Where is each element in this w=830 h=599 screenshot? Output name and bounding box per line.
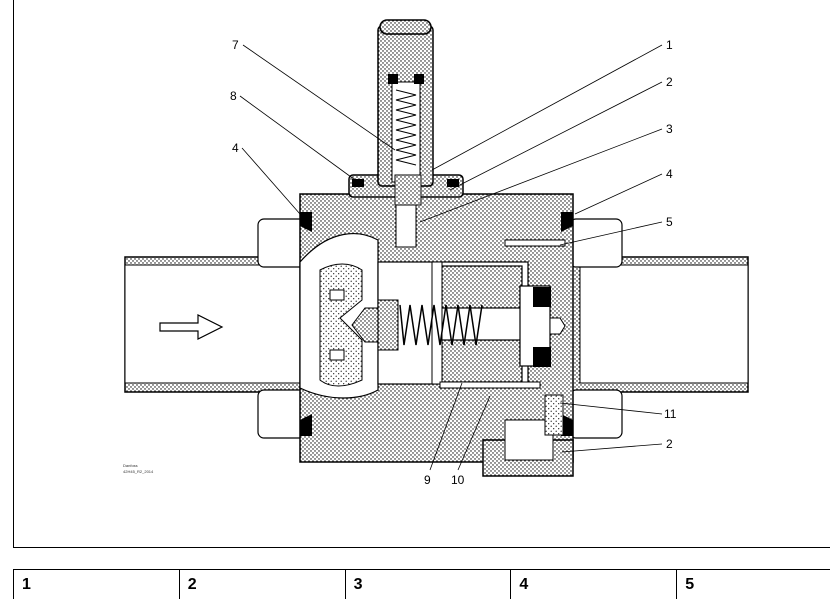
credit-line-1: Danfoss [123, 463, 138, 468]
credit-line-2: 42H45_R2_2014 [123, 469, 154, 474]
legend-cell-3: 3 [346, 570, 512, 599]
callout-11: 11 [664, 407, 677, 421]
pilot-spring [395, 89, 417, 166]
inlet-port-top [329, 289, 345, 301]
o-ring-left-top [300, 212, 312, 232]
legend-cell-5: 5 [677, 570, 830, 599]
callout-3: 3 [666, 122, 673, 136]
disc-stem [549, 317, 566, 335]
piston-bottom [439, 339, 523, 383]
inlet-port-bottom [329, 349, 345, 361]
o-ring-right-bottom [561, 414, 573, 436]
pilot-plunger [394, 174, 422, 206]
callout-4-right: 4 [666, 167, 673, 181]
callout-9: 9 [424, 473, 431, 487]
flow-direction-arrow [159, 314, 224, 340]
callout-2-bottom: 2 [666, 437, 673, 451]
callout-5: 5 [666, 215, 673, 229]
o-ring-left-bottom [300, 414, 312, 436]
valve-cross-section-diagram: 1 2 3 4 5 7 8 4 11 2 9 10 Danfoss 42H45_… [123, 19, 749, 487]
drawing-frame [13, 0, 830, 548]
outlet-bore [579, 264, 749, 384]
cone-seat [351, 307, 379, 343]
callout-8: 8 [230, 89, 237, 103]
piston-top [439, 265, 523, 309]
legend-cell-1: 1 [14, 570, 180, 599]
callout-4-left: 4 [232, 141, 239, 155]
pilot-seal-right [414, 74, 424, 84]
disc-seal-top [533, 287, 551, 307]
callout-1: 1 [666, 38, 673, 52]
outlet-collar-bottom [569, 389, 623, 439]
pilot-seal-left [388, 74, 398, 84]
bottom-plug-seal [544, 394, 564, 436]
legend-cell-2: 2 [180, 570, 346, 599]
main-spring [399, 304, 483, 346]
spring-seat [377, 299, 399, 351]
return-passage [439, 381, 541, 389]
pilot-passage [504, 239, 566, 247]
flange-seal-right [447, 179, 459, 187]
o-ring-right-top [561, 212, 573, 232]
callout-10: 10 [451, 473, 465, 487]
callout-7: 7 [232, 38, 239, 52]
callout-2-top: 2 [666, 75, 673, 89]
outlet-collar-top [569, 218, 623, 268]
pilot-channel [395, 204, 417, 248]
disc-seal-bottom [533, 347, 551, 367]
legend-table-header: 1 2 3 4 5 [13, 569, 830, 599]
legend-cell-4: 4 [511, 570, 678, 599]
leader-lines [239, 44, 663, 471]
flange-seal-left [352, 179, 364, 187]
pilot-tube-cap [379, 19, 432, 35]
